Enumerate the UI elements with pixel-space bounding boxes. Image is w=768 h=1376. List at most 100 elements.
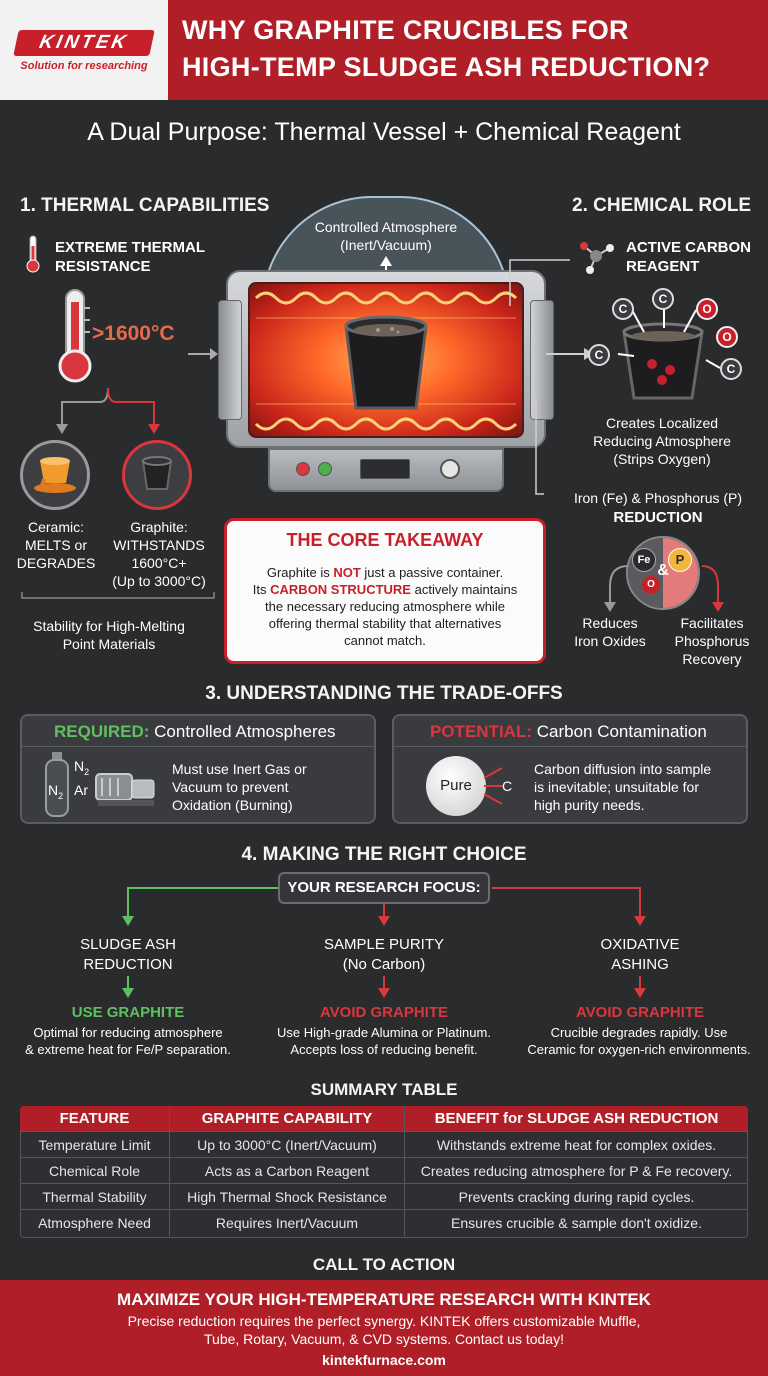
option-oxidative-ashing[interactable]: OXIDATIVE ASHING bbox=[600, 936, 680, 973]
diffusion-arrows bbox=[484, 767, 504, 805]
header-title-bar: WHY GRAPHITE CRUCIBLES FOR HIGH-TEMP SLU… bbox=[168, 0, 768, 100]
fe-p-circle bbox=[626, 536, 700, 610]
desc-sludge-ash: Optimal for reducing atmosphere & extrem… bbox=[25, 1025, 231, 1057]
localized-label: Creates Localized Reducing Atmosphere (S… bbox=[593, 415, 731, 467]
header-logo-area: KINTEK Solution for researching bbox=[0, 0, 168, 100]
required-panel bbox=[20, 714, 376, 824]
branch-arrows bbox=[56, 388, 160, 434]
table-header-row: FEATURE GRAPHITE CAPABILITY BENEFIT for … bbox=[20, 1106, 748, 1132]
table-heading: SUMMARY TABLE bbox=[310, 1080, 458, 1099]
gas-ar-label: Ar bbox=[74, 782, 88, 798]
ceramic-label: Ceramic: MELTS or DEGRADES bbox=[16, 519, 96, 571]
reagent-arrows bbox=[617, 302, 721, 369]
carbon-atom-4: C bbox=[720, 358, 742, 380]
phosphorus-label: Facilitates Phosphorus Recovery bbox=[674, 615, 750, 667]
power-button-green[interactable] bbox=[318, 462, 332, 476]
carbon-atom-3: C bbox=[588, 344, 610, 366]
bracket bbox=[21, 592, 215, 599]
cta-banner bbox=[0, 1280, 768, 1376]
reagent-label-2: REAGENT bbox=[626, 258, 700, 275]
reduces-iron-label: Reduces Iron Oxides bbox=[574, 615, 646, 649]
arrow-right-icon bbox=[188, 348, 218, 360]
choice-branch-arrows bbox=[122, 887, 646, 926]
desc-sample-purity: Use High-grade Alumina or Platinum. Acce… bbox=[277, 1025, 491, 1057]
cta-line-1: Precise reduction requires the perfect s… bbox=[127, 1313, 641, 1329]
pure-sample-circle: Pure bbox=[426, 756, 486, 816]
choice-down-arrows bbox=[122, 976, 646, 998]
gas-cylinder-icon bbox=[45, 752, 69, 817]
furnace-left-flange bbox=[218, 300, 242, 420]
ceramic-melting-icon bbox=[20, 440, 90, 510]
page-title-line1: WHY GRAPHITE CRUCIBLES FOR bbox=[182, 15, 629, 45]
cta-line-2: Tube, Rotary, Vacuum, & CVD systems. Con… bbox=[204, 1331, 564, 1347]
thermometer-icon bbox=[58, 289, 92, 383]
choice-heading: 4. MAKING THE RIGHT CHOICE bbox=[241, 844, 527, 865]
tradeoffs-heading: 3. UNDERSTANDING THE TRADE-OFFS bbox=[205, 683, 563, 704]
stability-label: Stability for High-Melting Point Materia… bbox=[33, 618, 185, 652]
furnace-right-flange bbox=[530, 300, 554, 420]
fe-p-label: Iron (Fe) & Phosphorus (P) REDUCTION bbox=[573, 490, 743, 526]
reagent-crucible-icon bbox=[622, 322, 704, 400]
takeaway-title: THE CORE TAKEAWAY bbox=[286, 530, 484, 550]
page-title-line2: HIGH-TEMP SLUDGE ASH REDUCTION? bbox=[182, 52, 711, 82]
o-symbol: O bbox=[642, 576, 660, 594]
molecule-icon bbox=[580, 242, 614, 274]
fe-symbol: Fe bbox=[632, 548, 656, 572]
fe-p-branch-arrows bbox=[604, 565, 724, 612]
table-header-feature: FEATURE bbox=[20, 1106, 170, 1131]
takeaway-text: Graphite is NOT just a passive container… bbox=[252, 565, 518, 648]
amp-symbol: & bbox=[657, 562, 669, 579]
table-row: Chemical Role Acts as a Carbon Reagent C… bbox=[20, 1158, 748, 1184]
potential-title: POTENTIAL: Carbon Contamination bbox=[430, 722, 707, 741]
page-subtitle: A Dual Purpose: Thermal Vessel + Chemica… bbox=[87, 118, 681, 146]
verdict-avoid-graphite-1: AVOID GRAPHITE bbox=[319, 1004, 449, 1021]
option-sample-purity[interactable]: SAMPLE PURITY (No Carbon) bbox=[323, 936, 445, 973]
gas-n2-label-2: N2 bbox=[48, 782, 64, 801]
carbon-atom-1: C bbox=[612, 298, 634, 320]
vacuum-pump-icon bbox=[95, 773, 155, 806]
table-row: Temperature Limit Up to 3000°C (Inert/Va… bbox=[20, 1132, 748, 1158]
cta-link[interactable]: kintekfurnace.com bbox=[322, 1352, 446, 1368]
logo-tagline: Solution for researching bbox=[20, 60, 148, 72]
takeaway-box bbox=[224, 518, 546, 664]
desc-oxidative: Crucible degrades rapidly. Use Ceramic f… bbox=[527, 1025, 751, 1057]
logo[interactable]: KINTEK bbox=[13, 30, 155, 56]
gas-n2-label-1: N2 bbox=[74, 758, 90, 777]
chemical-heading: 2. CHEMICAL ROLE bbox=[572, 195, 752, 216]
control-knob[interactable] bbox=[440, 459, 460, 479]
required-divider bbox=[22, 746, 374, 747]
p-symbol: P bbox=[668, 548, 692, 572]
graphite-label: Graphite: WITHSTANDS 1600°C+ (Up to 3000… bbox=[112, 519, 206, 589]
verdict-use-graphite: USE GRAPHITE bbox=[71, 1004, 185, 1021]
resistance-label-1: EXTREME THERMAL bbox=[55, 239, 205, 256]
required-title: REQUIRED: Controlled Atmospheres bbox=[54, 722, 336, 741]
atmosphere-label: Controlled Atmosphere (Inert/Vacuum) bbox=[314, 219, 458, 253]
oxygen-atom-2: O bbox=[716, 326, 738, 348]
reagent-label-1: ACTIVE CARBON bbox=[626, 239, 752, 256]
heating-chamber bbox=[248, 282, 524, 438]
cta-heading: CALL TO ACTION bbox=[312, 1255, 456, 1274]
table-row: Thermal Stability High Thermal Shock Res… bbox=[20, 1184, 748, 1210]
graphite-crucible-icon bbox=[122, 440, 192, 510]
temp-readout: >1600°C bbox=[92, 322, 175, 345]
potential-divider bbox=[394, 746, 746, 747]
display-screen bbox=[360, 459, 410, 479]
power-button-red[interactable] bbox=[296, 462, 310, 476]
potential-desc: Carbon diffusion into sample is inevitab… bbox=[534, 761, 712, 813]
resistance-label-2: RESISTANCE bbox=[55, 258, 151, 275]
thermometer-small-icon bbox=[26, 235, 40, 273]
table-row: Atmosphere Need Requires Inert/Vacuum En… bbox=[20, 1210, 748, 1236]
carbon-atom-2: C bbox=[652, 288, 674, 310]
verdict-avoid-graphite-2: AVOID GRAPHITE bbox=[575, 1004, 705, 1021]
research-focus-box: YOUR RESEARCH FOCUS: bbox=[278, 872, 490, 904]
crucible-icon bbox=[344, 315, 428, 410]
required-desc: Must use Inert Gas or Vacuum to prevent … bbox=[172, 761, 307, 813]
table-header-benefit: BENEFIT for SLUDGE ASH REDUCTION bbox=[434, 1110, 719, 1127]
option-sludge-ash[interactable]: SLUDGE ASH REDUCTION bbox=[80, 936, 176, 973]
thermal-heading: 1. THERMAL CAPABILITIES bbox=[20, 195, 270, 216]
oxygen-atom-1: O bbox=[696, 298, 718, 320]
carbon-symbol: C bbox=[502, 778, 513, 794]
cta-title: MAXIMIZE YOUR HIGH-TEMPERATURE RESEARCH … bbox=[117, 1290, 651, 1309]
logo-text: KINTEK bbox=[37, 32, 131, 53]
table-header-capability: GRAPHITE CAPABILITY bbox=[170, 1106, 405, 1131]
